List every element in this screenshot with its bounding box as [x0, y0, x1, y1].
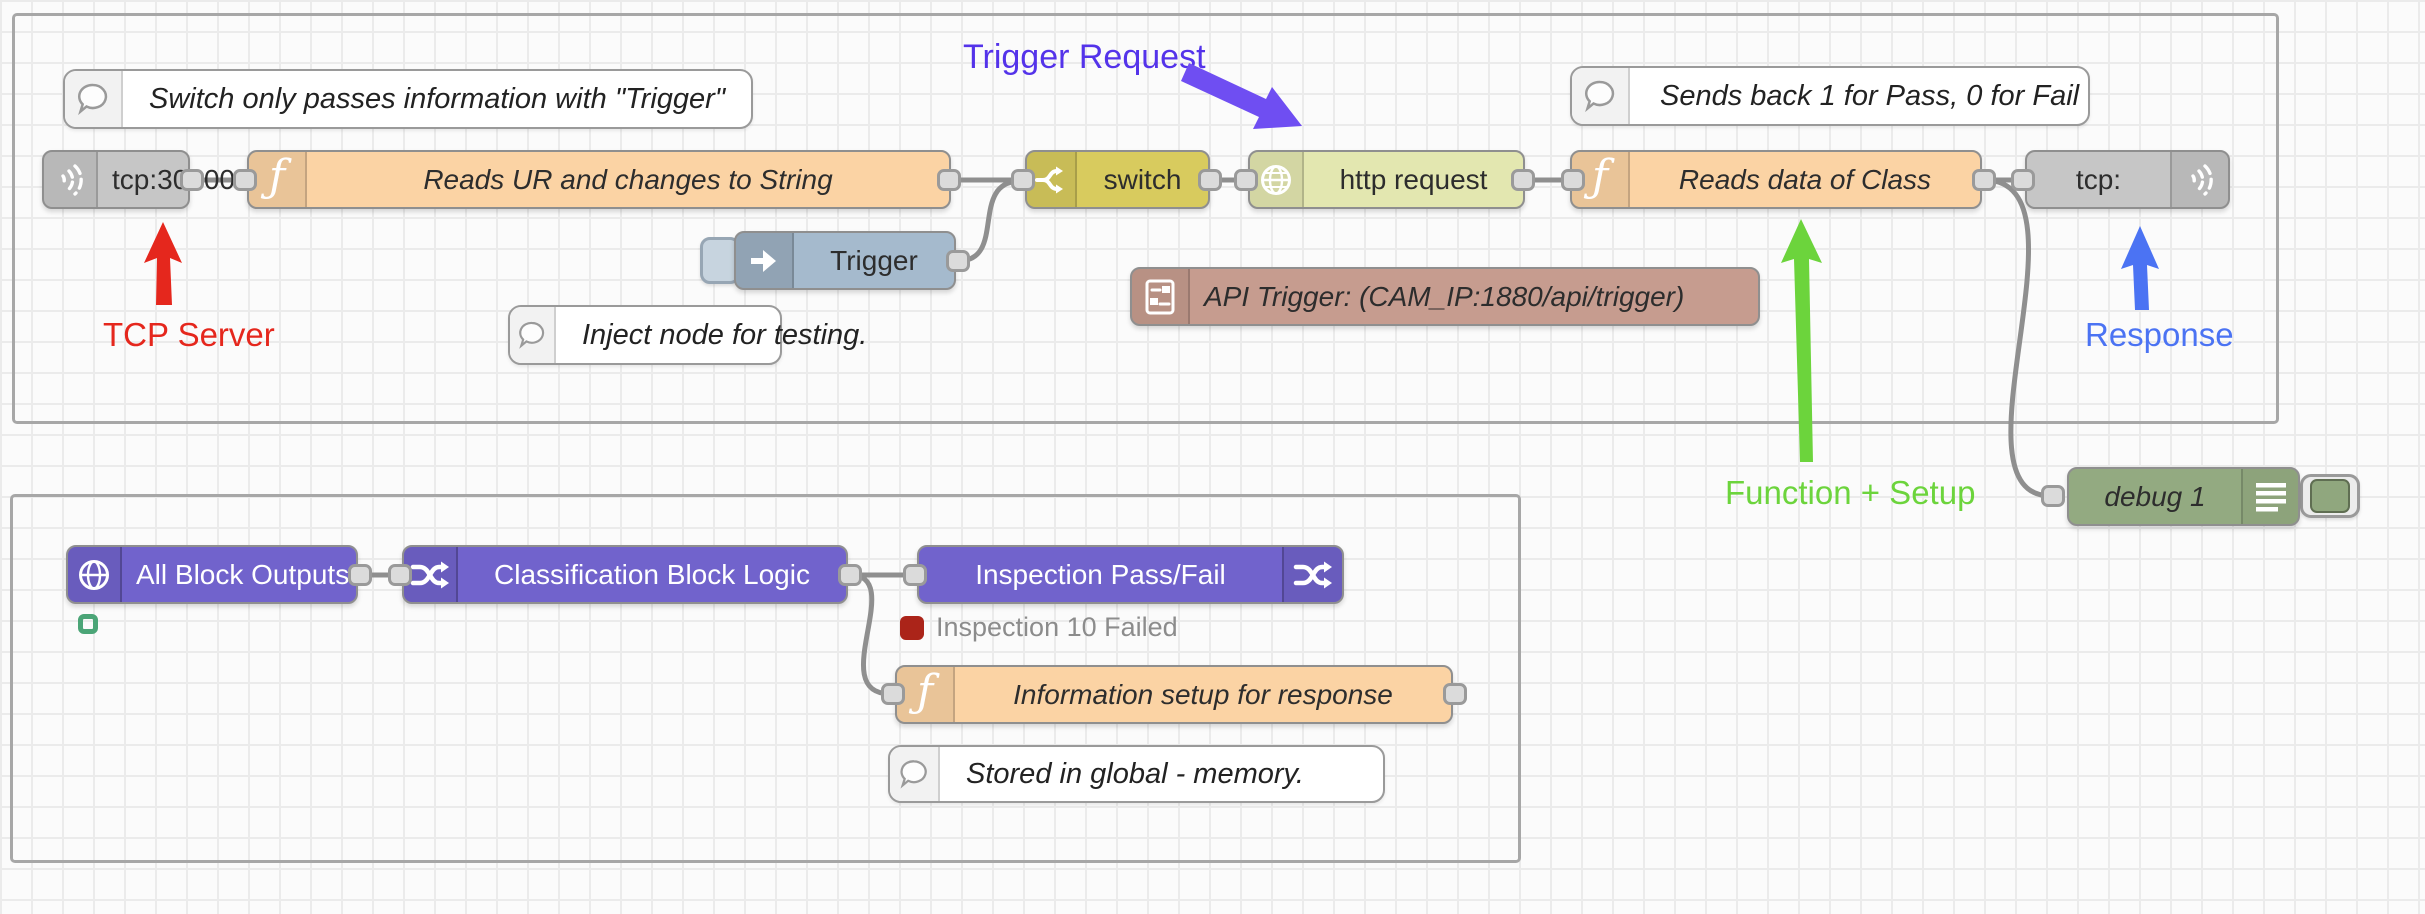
port-in-func1[interactable] [233, 169, 257, 191]
annotation-trigger-request: Trigger Request [963, 38, 1206, 76]
debug-toggle-state [2310, 479, 2350, 513]
status-green-square-icon [78, 614, 98, 634]
shuffle-icon [1282, 547, 1342, 602]
node-tcp-in[interactable]: tcp:30000 [42, 150, 235, 209]
port-in-func2[interactable] [1561, 169, 1585, 191]
inject-arrow-icon [736, 233, 794, 288]
node-label: All Block Outputs [136, 558, 350, 590]
node-function-info-setup[interactable]: ƒ Information setup for response [895, 665, 1453, 724]
node-http-request[interactable]: http request [1248, 150, 1525, 209]
comment-bubble-icon [510, 307, 556, 363]
status-text: Inspection 10 Failed [936, 612, 1178, 642]
port-in-ipf[interactable] [903, 564, 927, 586]
globe-icon [68, 547, 122, 602]
port-out-cbl[interactable] [838, 564, 862, 586]
node-label: Inspection Pass/Fail [975, 558, 1226, 590]
node-function-reads-class[interactable]: ƒ Reads data of Class [1570, 150, 1982, 209]
comment-global-note[interactable]: Stored in global - memory. [888, 745, 1385, 803]
template-icon [1132, 269, 1190, 324]
tcp-waves-icon [2170, 152, 2228, 207]
node-label: http request [1339, 163, 1488, 195]
annotation-response: Response [2085, 316, 2234, 353]
node-label: Information setup for response [1013, 678, 1393, 710]
port-out-switch[interactable] [1198, 169, 1222, 191]
wire-inject-switch[interactable] [955, 178, 1024, 264]
function-icon: ƒ [249, 152, 307, 207]
port-in-http[interactable] [1234, 169, 1258, 191]
comment-bubble-icon [1572, 68, 1630, 124]
node-tcp-out[interactable]: tcp: [2025, 150, 2230, 209]
node-switch[interactable]: switch [1025, 150, 1210, 209]
port-in-tcp-out[interactable] [2011, 169, 2035, 191]
annotation-tcp-server: TCP Server [103, 316, 275, 353]
node-debug[interactable]: debug 1 [2067, 467, 2300, 526]
node-label: Reads data of Class [1678, 163, 1932, 195]
node-label: switch [1103, 163, 1182, 195]
wire-cbl-func3[interactable] [847, 572, 894, 697]
port-out-abo[interactable] [348, 564, 372, 586]
port-out-inject[interactable] [946, 250, 970, 272]
node-label: Reads UR and changes to String [423, 163, 833, 195]
port-out-http[interactable] [1511, 169, 1535, 191]
port-out-func2[interactable] [1972, 169, 1996, 191]
port-out-func1[interactable] [937, 169, 961, 191]
node-label: Trigger [830, 244, 918, 276]
comment-text: Switch only passes information with "Tri… [149, 82, 726, 115]
function-icon: ƒ [897, 667, 955, 722]
switch-fork-icon [1027, 152, 1077, 207]
node-function-reads-ur[interactable]: ƒ Reads UR and changes to String [247, 150, 951, 209]
annotation-function-setup: Function + Setup [1725, 474, 1976, 511]
node-classification-block-logic[interactable]: Classification Block Logic [402, 545, 848, 604]
debug-list-icon [2241, 469, 2298, 524]
group-bottom-flow[interactable] [10, 494, 1521, 863]
group-top-flow[interactable] [12, 13, 2279, 424]
node-api-trigger[interactable]: API Trigger: (CAM_IP:1880/api/trigger) [1130, 267, 1760, 326]
node-label: Classification Block Logic [494, 558, 810, 590]
status-inspection: Inspection 10 Failed [900, 612, 1178, 643]
comment-switch-note[interactable]: Switch only passes information with "Tri… [63, 69, 753, 129]
port-in-debug[interactable] [2041, 485, 2065, 507]
globe-icon [1250, 152, 1304, 207]
port-out-func3[interactable] [1443, 683, 1467, 705]
node-label: tcp:30000 [112, 163, 235, 195]
comment-bubble-icon [65, 71, 123, 127]
node-all-block-outputs[interactable]: All Block Outputs [66, 545, 358, 604]
node-inspection-pass-fail[interactable]: Inspection Pass/Fail [917, 545, 1344, 604]
port-in-switch[interactable] [1011, 169, 1035, 191]
comment-text: Stored in global - memory. [966, 757, 1304, 790]
comment-sends-back[interactable]: Sends back 1 for Pass, 0 for Fail [1570, 66, 2090, 126]
port-out-tcp-in[interactable] [180, 169, 204, 191]
node-inject-trigger[interactable]: Trigger [734, 231, 956, 290]
comment-text: Sends back 1 for Pass, 0 for Fail [1660, 79, 2080, 112]
node-label: API Trigger: (CAM_IP:1880/api/trigger) [1204, 280, 1685, 312]
status-all-block-outputs [78, 614, 98, 634]
node-label: tcp: [2075, 163, 2122, 195]
wire-func2-debug[interactable] [1981, 177, 2054, 499]
comment-bubble-icon [890, 747, 940, 801]
tcp-waves-icon [44, 152, 98, 207]
comment-inject-note[interactable]: Inject node for testing. [508, 305, 867, 365]
shuffle-icon [404, 547, 458, 602]
node-label: debug 1 [2104, 480, 2206, 512]
port-in-func3[interactable] [881, 683, 905, 705]
debug-toggle-button[interactable] [2300, 474, 2360, 518]
status-red-square-icon [900, 615, 924, 640]
comment-text: Inject node for testing. [582, 318, 868, 351]
port-in-cbl[interactable] [388, 564, 412, 586]
